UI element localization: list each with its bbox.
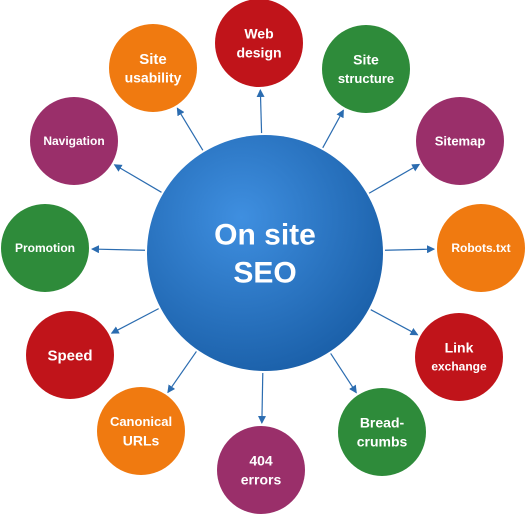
node-circle-promotion — [1, 204, 89, 292]
node-label-speed: Speed — [47, 347, 92, 364]
arrow-to-web-design — [256, 88, 265, 134]
node-circle-robots-txt — [437, 204, 525, 292]
arrow-to-navigation — [113, 164, 162, 193]
node-label-navigation: Navigation — [43, 134, 104, 148]
nodes-layer: Web design Site structureSitemapRobots.txtL… — [1, 0, 525, 514]
node-label-robots-txt: Robots.txt — [451, 241, 510, 255]
node-breadcrumbs: Bread-crumbs — [338, 388, 426, 476]
arrow-to-promotion — [90, 245, 146, 254]
node-circle-link-exchange — [415, 313, 503, 401]
node-label-link-exchange: exchange — [431, 360, 487, 374]
node-link-exchange: Link exchange — [415, 313, 503, 401]
node-label-canonical-urls: Canonical — [110, 414, 172, 429]
arrow-to-site-usability — [176, 107, 204, 151]
node-label-breadcrumbs: crumbs — [357, 433, 408, 449]
node-speed: Speed — [26, 311, 114, 399]
arrow-to-robots-txt — [384, 245, 436, 254]
node-circle-navigation — [30, 97, 118, 185]
arrow-to-speed — [110, 308, 159, 334]
node-label-web-design: Web — [244, 25, 273, 41]
node-label-site-structure: Site — [353, 51, 379, 67]
node-label-site-usability: Site — [139, 51, 167, 68]
node-label-web-design: design — [236, 44, 281, 60]
node-label-sitemap: Sitemap — [435, 134, 486, 149]
arrow-to-404-errors — [257, 372, 266, 425]
arrows-layer — [90, 88, 436, 425]
node-robots-txt: Robots.txt — [437, 204, 525, 292]
arrow-to-canonical-urls — [167, 351, 197, 394]
node-sitemap: Sitemap — [416, 97, 504, 185]
node-circle-canonical-urls — [97, 387, 185, 475]
arrow-to-sitemap — [368, 163, 421, 194]
node-navigation: Navigation — [30, 97, 118, 185]
node-circle-404-errors — [217, 426, 305, 514]
node-label-404-errors: errors — [241, 471, 282, 487]
node-label-promotion: Promotion — [15, 241, 75, 255]
node-circle-breadcrumbs — [338, 388, 426, 476]
node-label-site-structure: structure — [338, 71, 394, 86]
node-circle-site-usability — [109, 24, 197, 112]
node-circle-speed — [26, 311, 114, 399]
node-circle-sitemap — [416, 97, 504, 185]
arrow-to-breadcrumbs — [330, 353, 357, 394]
node-web-design: Web design — [215, 0, 303, 87]
node-label-site-usability: usability — [125, 69, 182, 85]
node-promotion: Promotion — [1, 204, 89, 292]
node-label-link-exchange: Link — [445, 339, 474, 355]
center-label-line: SEO — [233, 257, 296, 290]
node-circle-site-structure — [322, 25, 410, 113]
node-label-breadcrumbs: Bread- — [360, 414, 405, 430]
arrow-to-link-exchange — [370, 309, 419, 336]
center-label-line: On site — [214, 219, 316, 252]
node-label-canonical-urls: URLs — [123, 432, 160, 448]
arrow-to-site-structure — [322, 109, 344, 149]
node-label-404-errors: 404 — [249, 452, 273, 468]
node-site-structure: Site structure — [322, 25, 410, 113]
center-circle — [147, 135, 383, 371]
node-404-errors: 404 errors — [217, 426, 305, 514]
node-circle-web-design — [215, 0, 303, 87]
